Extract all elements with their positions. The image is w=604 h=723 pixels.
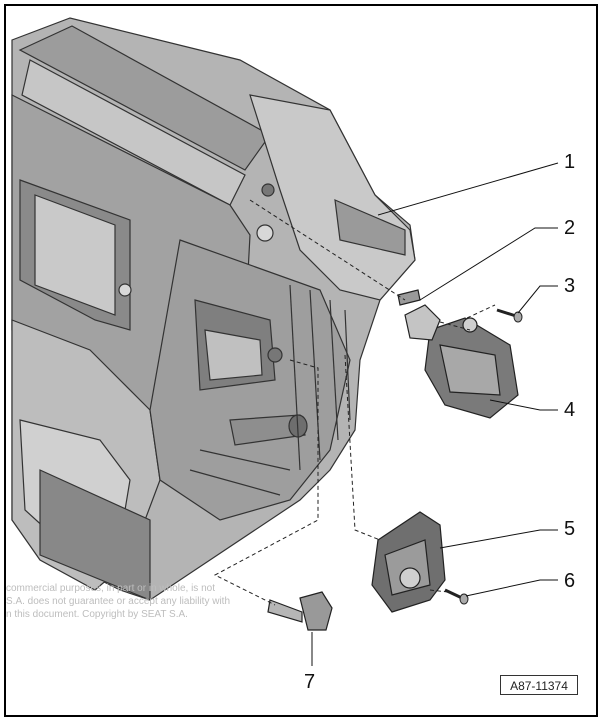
adapter-lever — [397, 289, 441, 341]
servomotor-lower — [371, 511, 446, 613]
callout-2: 2 — [564, 217, 576, 239]
callout-3: 3 — [564, 275, 576, 297]
callout-5: 5 — [564, 518, 576, 540]
callout-1: 1 — [564, 151, 576, 173]
assembly-dashed-lines — [213, 199, 496, 606]
screw-lower — [444, 588, 469, 605]
servomotor-upper — [424, 317, 519, 419]
callout-4: 4 — [564, 399, 576, 421]
air-distribution-housing — [11, 17, 416, 601]
callout-7: 7 — [304, 671, 316, 693]
connecting-link — [267, 591, 333, 631]
copyright-notice: commercial purposes, in part or in whole… — [6, 583, 231, 620]
screw-upper — [496, 308, 523, 323]
leader-lines — [311, 162, 559, 666]
callout-6: 6 — [564, 570, 576, 592]
figure-reference-code: A87-11374 — [500, 675, 578, 695]
